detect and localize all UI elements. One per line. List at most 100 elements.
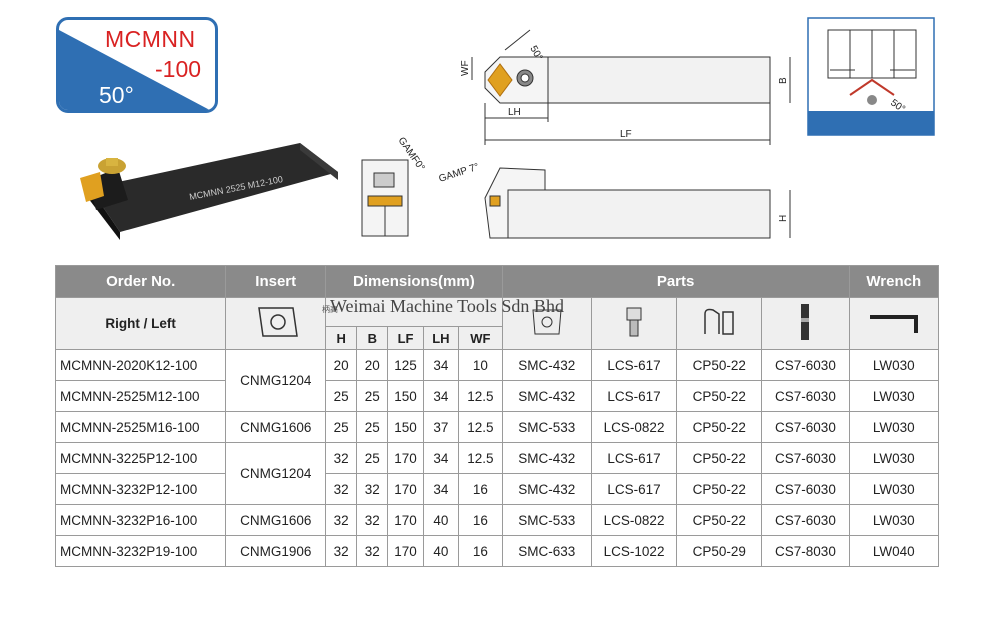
cell-wrench: LW030 xyxy=(848,473,940,505)
cell-screw: LCS-1022 xyxy=(590,535,678,567)
cell-clamp: CP50-22 xyxy=(676,442,763,474)
clamp-icon xyxy=(704,308,734,335)
insert-code: CNMG1204 xyxy=(225,442,327,505)
spec-table: Order No. Insert Dimensions(mm) Parts Wr… xyxy=(54,265,940,567)
cell-h: 32 xyxy=(325,535,358,567)
screw-icon xyxy=(626,307,642,337)
wrench-icon-cell xyxy=(848,297,940,350)
insert-diamond-icon xyxy=(257,307,298,337)
cell-screw: LCS-617 xyxy=(590,473,678,505)
cell-b: 32 xyxy=(356,473,389,505)
label-lh: LH xyxy=(508,107,521,118)
order-no: MCMNN-3232P16-100 xyxy=(54,504,227,536)
order-no: MCMNN-2525M16-100 xyxy=(54,411,227,443)
badge-line2: -100 xyxy=(155,56,202,82)
cell-wrench: LW040 xyxy=(848,535,940,567)
end-view-drawing xyxy=(361,159,409,237)
cell-b: 20 xyxy=(356,349,389,381)
cell-wf: 12.5 xyxy=(458,411,503,443)
shim-icon-cell xyxy=(501,297,592,350)
cell-pin: CS7-8030 xyxy=(761,535,850,567)
cell-pin: CS7-6030 xyxy=(761,473,850,505)
cell-wf: 16 xyxy=(458,473,503,505)
label-gamp: GAMP 7° xyxy=(438,162,481,185)
cell-lf: 170 xyxy=(387,504,424,536)
shim-icon xyxy=(532,309,562,335)
watermark: Weimai Machine Tools Sdn Bhd xyxy=(330,296,564,316)
cell-wf: 16 xyxy=(458,504,503,536)
cell-lh: 40 xyxy=(422,504,460,536)
insert-icon-cell xyxy=(225,297,327,350)
cell-shim: SMC-432 xyxy=(501,473,592,505)
cell-wf: 16 xyxy=(458,535,503,567)
dim-b: B xyxy=(356,326,389,350)
cell-lf: 150 xyxy=(387,411,424,443)
cell-lf: 150 xyxy=(387,380,424,412)
top-view-drawing xyxy=(471,29,791,145)
header-dimensions: Dimensions(mm) xyxy=(325,265,503,298)
cell-b: 25 xyxy=(356,411,389,443)
cell-clamp: CP50-22 xyxy=(676,473,763,505)
technical-drawings: MCMNN 2525 M12-100 50° WF LH LF B H GAMP… xyxy=(80,17,935,240)
dimension-hint: 柄高 xyxy=(322,305,338,314)
cell-h: 25 xyxy=(325,411,358,443)
detail-view xyxy=(807,17,935,136)
order-no: MCMNN-2525M12-100 xyxy=(54,380,227,412)
label-h: H xyxy=(778,215,789,222)
cell-wf: 12.5 xyxy=(458,442,503,474)
cell-b: 25 xyxy=(356,380,389,412)
clamp-icon-cell xyxy=(676,297,763,350)
cell-lf: 125 xyxy=(387,349,424,381)
screw-icon-cell xyxy=(590,297,678,350)
cell-shim: SMC-533 xyxy=(501,504,592,536)
dim-wf: WF xyxy=(458,326,503,350)
cell-b: 25 xyxy=(356,442,389,474)
cell-screw: LCS-617 xyxy=(590,380,678,412)
insert-code: CNMG1906 xyxy=(225,535,327,567)
cell-lh: 34 xyxy=(422,473,460,505)
product-badge: MCMNN -100 50° xyxy=(56,17,218,113)
pin-icon-cell xyxy=(761,297,850,350)
cell-lh: 37 xyxy=(422,411,460,443)
label-wf: WF xyxy=(460,60,471,76)
insert-code: CNMG1606 xyxy=(225,411,327,443)
cell-pin: CS7-6030 xyxy=(761,411,850,443)
order-no: MCMNN-3232P19-100 xyxy=(54,535,227,567)
cell-wf: 10 xyxy=(458,349,503,381)
wrench-icon xyxy=(869,315,918,333)
cell-h: 20 xyxy=(325,349,358,381)
cell-shim: SMC-533 xyxy=(501,411,592,443)
header-wrench: Wrench xyxy=(848,265,940,298)
header-right-left: Right / Left xyxy=(54,297,227,350)
cell-wrench: LW030 xyxy=(848,349,940,381)
cell-shim: SMC-432 xyxy=(501,380,592,412)
cell-h: 32 xyxy=(325,473,358,505)
dim-lf: LF xyxy=(387,326,424,350)
cell-clamp: CP50-22 xyxy=(676,504,763,536)
order-no: MCMNN-2020K12-100 xyxy=(54,349,227,381)
cell-shim: SMC-432 xyxy=(501,349,592,381)
cell-h: 32 xyxy=(325,504,358,536)
order-no: MCMNN-3225P12-100 xyxy=(54,442,227,474)
cell-lh: 34 xyxy=(422,349,460,381)
cell-clamp: CP50-22 xyxy=(676,349,763,381)
side-view-drawing xyxy=(484,167,791,239)
badge-angle: 50° xyxy=(99,82,134,108)
header-parts: Parts xyxy=(501,265,850,298)
pin-icon xyxy=(801,304,810,340)
cell-pin: CS7-6030 xyxy=(761,504,850,536)
cell-b: 32 xyxy=(356,535,389,567)
dim-lh: LH xyxy=(422,326,460,350)
cell-clamp: CP50-22 xyxy=(676,411,763,443)
header-insert: Insert xyxy=(225,265,327,298)
cell-wrench: LW030 xyxy=(848,504,940,536)
cell-b: 32 xyxy=(356,504,389,536)
cell-pin: CS7-6030 xyxy=(761,349,850,381)
cell-wrench: LW030 xyxy=(848,442,940,474)
